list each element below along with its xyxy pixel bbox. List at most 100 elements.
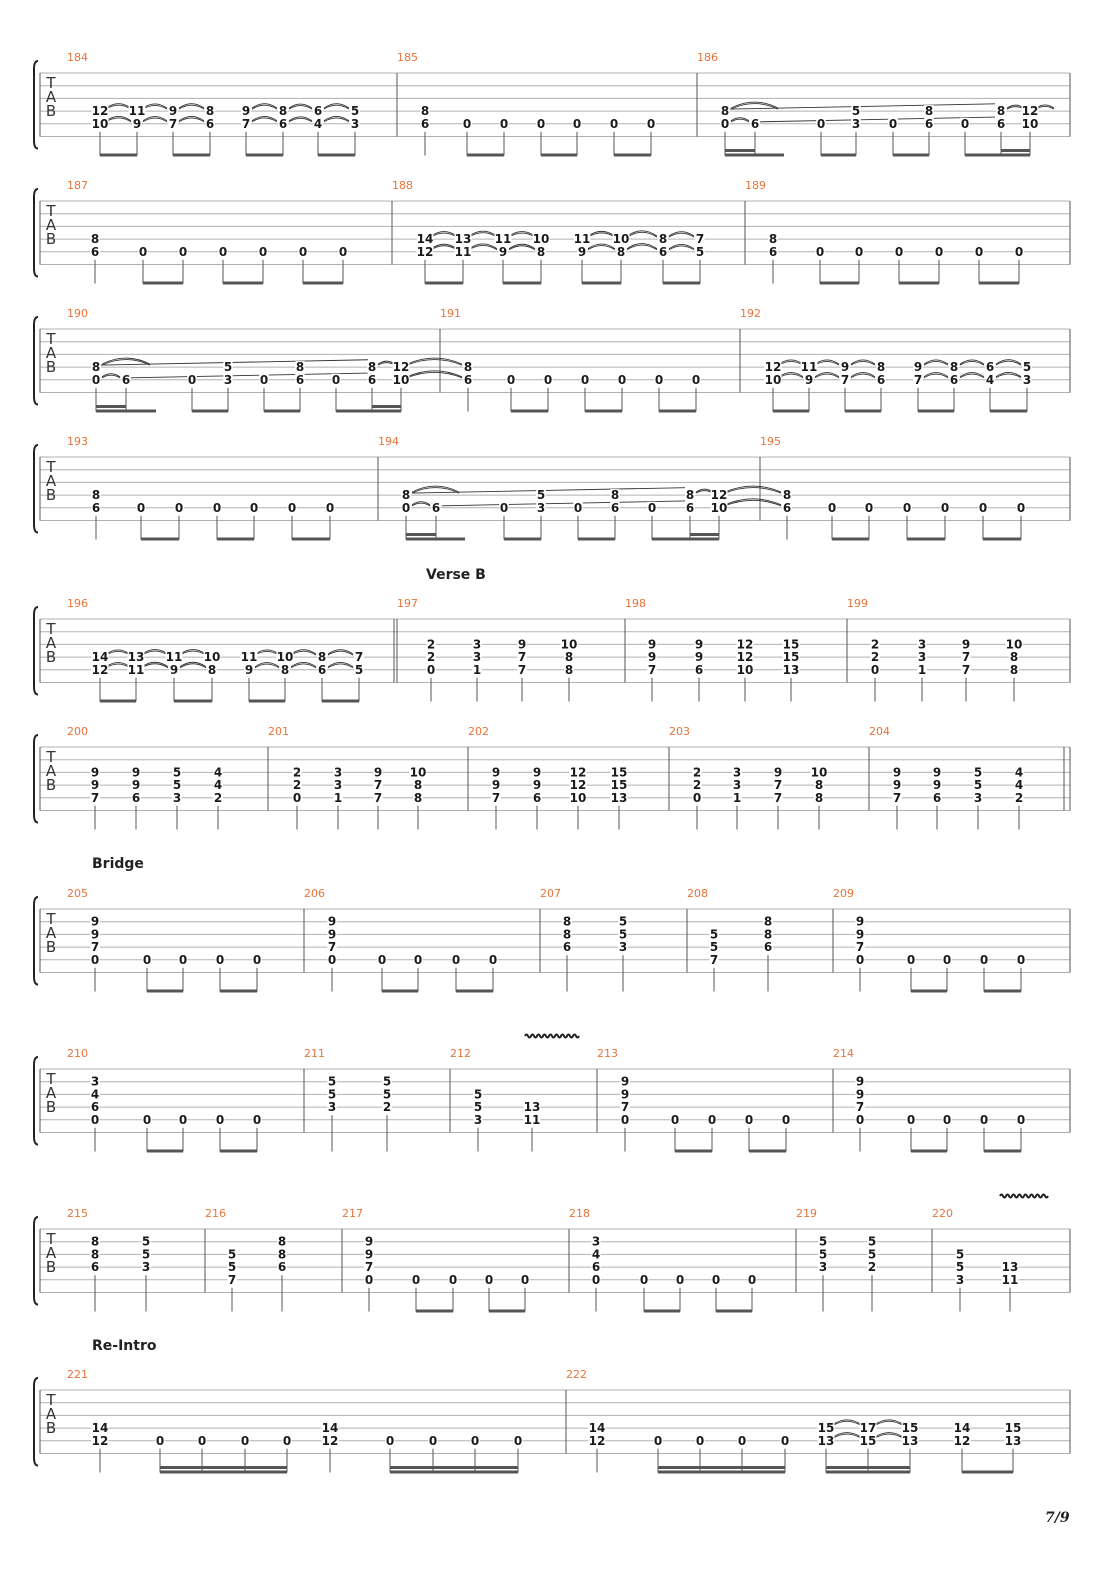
vibrato-mark: [999, 1193, 1049, 1199]
fret-background: [917, 651, 927, 664]
fret-background: [616, 245, 626, 258]
tab-clef-letter: T: [45, 74, 56, 92]
measure-number: 209: [833, 887, 854, 900]
system-bracket: [33, 734, 39, 824]
fret-background: [851, 105, 861, 118]
tab-clef-letter: A: [46, 634, 57, 652]
fret-background: [327, 953, 337, 966]
fret-number: 8: [278, 1235, 286, 1249]
fret-background: [888, 117, 898, 130]
fret-number: 6: [206, 117, 214, 131]
fret-background: [917, 638, 927, 651]
fret-number: 0: [941, 501, 949, 515]
fret-background: [840, 361, 850, 374]
fret-number: 10: [204, 650, 221, 664]
fret-background: [91, 663, 109, 676]
fret-number: 12: [92, 1434, 109, 1448]
slur-arc-inner: [323, 104, 350, 110]
fret-number: 10: [570, 791, 587, 805]
fret-background: [499, 501, 509, 514]
fret-number: 9: [621, 1087, 629, 1101]
slur-arc-inner: [101, 359, 151, 366]
fret-background: [131, 766, 141, 779]
fret-background: [855, 953, 865, 966]
fret-background: [174, 501, 184, 514]
fret-background: [580, 373, 590, 386]
tab-clef-letter: B: [46, 230, 56, 248]
fret-number: 5: [619, 915, 627, 929]
fret-number: 0: [91, 1113, 99, 1127]
fret-background: [91, 489, 101, 502]
slur-arc-inner: [995, 360, 1022, 366]
fret-number: 15: [783, 650, 800, 664]
fret-background: [782, 638, 800, 651]
fret-background: [647, 638, 657, 651]
fret-background: [961, 651, 971, 664]
fret-number: 0: [241, 1434, 249, 1448]
fret-number: 13: [1005, 1434, 1022, 1448]
fret-background: [695, 245, 705, 258]
fret-background: [90, 928, 100, 941]
fret-background: [197, 1434, 207, 1447]
fret-number: 5: [355, 663, 363, 677]
fret-number: 1: [733, 791, 741, 805]
fret-number: 8: [1010, 663, 1018, 677]
fret-background: [536, 489, 546, 502]
measure-number: 207: [540, 887, 561, 900]
fret-background: [382, 1075, 392, 1088]
fret-number: 8: [91, 232, 99, 246]
fret-number: 3: [91, 1075, 99, 1089]
slur-arc-inner: [873, 1420, 905, 1427]
measure-number: 211: [304, 1047, 325, 1060]
fret-background: [169, 663, 179, 676]
fret-background: [331, 373, 341, 386]
fret-background: [132, 117, 142, 130]
fret-number: 0: [692, 373, 700, 387]
fret-number: 3: [328, 1100, 336, 1114]
fret-background: [373, 791, 383, 804]
slur-arc-inner: [959, 373, 985, 379]
fret-background: [215, 1113, 225, 1126]
fret-background: [321, 1434, 339, 1447]
fret-number: 6: [533, 791, 541, 805]
fret-background: [127, 651, 145, 664]
fret-background: [692, 779, 702, 792]
fret-background: [591, 1235, 601, 1248]
fret-number: 13: [818, 1434, 835, 1448]
section-label-re-intro: Re-Intro: [92, 1338, 157, 1354]
fret-background: [227, 1261, 237, 1274]
fret-number: 7: [91, 791, 99, 805]
fret-number: 5: [974, 778, 982, 792]
fret-background: [333, 791, 343, 804]
fret-number: 5: [474, 1100, 482, 1114]
slur-arc: [730, 117, 750, 122]
fret-number: 0: [1017, 1113, 1025, 1127]
fret-number: 2: [693, 765, 701, 779]
fret-background: [142, 953, 152, 966]
fret-background: [121, 373, 131, 386]
fret-number: 2: [871, 650, 879, 664]
fret-number: 0: [721, 117, 729, 131]
fret-number: 11: [241, 650, 258, 664]
fret-number: 6: [950, 373, 958, 387]
fret-background: [591, 1273, 601, 1286]
fret-number: 0: [216, 953, 224, 967]
fret-background: [692, 766, 702, 779]
fret-background: [364, 1235, 374, 1248]
fret-number: 0: [500, 501, 508, 515]
fret-background: [494, 233, 512, 246]
fret-number: 0: [738, 1434, 746, 1448]
fret-background: [448, 1273, 458, 1286]
fret-background: [973, 766, 983, 779]
fret-number: 6: [997, 117, 1005, 131]
fret-background: [517, 663, 527, 676]
fret-number: 3: [619, 940, 627, 954]
slur-arc-inner: [626, 231, 658, 238]
fret-background: [333, 766, 343, 779]
tab-clef-letter: B: [46, 486, 56, 504]
fret-background: [815, 245, 825, 258]
fret-number: 9: [856, 1087, 864, 1101]
fret-number: 0: [907, 953, 915, 967]
fret-number: 0: [179, 953, 187, 967]
fret-background: [840, 373, 850, 386]
